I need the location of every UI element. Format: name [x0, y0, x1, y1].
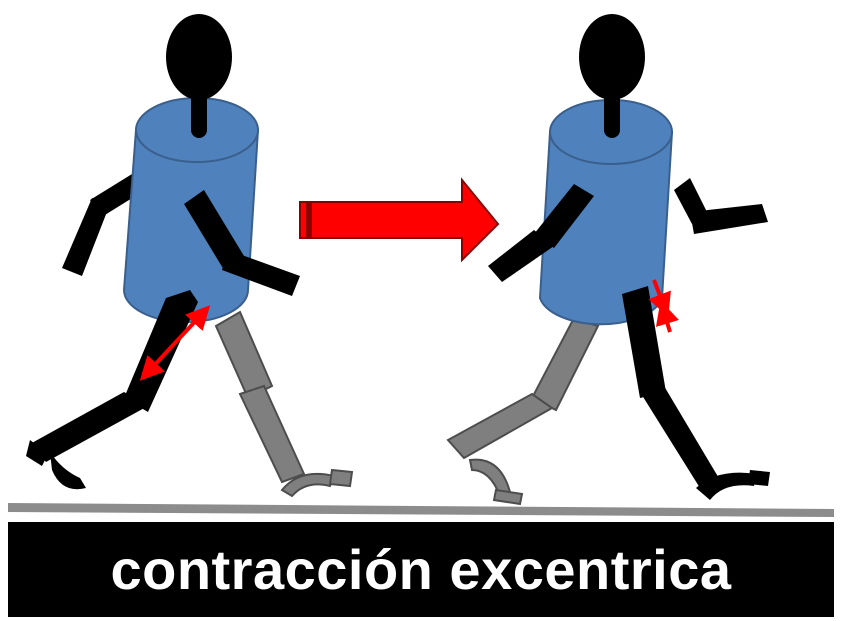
figure-left-front-leg — [26, 290, 198, 490]
caption-text: contracción excentrica — [110, 538, 732, 601]
figure-right-back-arm — [674, 178, 768, 234]
figure-right-back-leg — [446, 316, 600, 506]
figure-right — [446, 14, 770, 506]
figure-left-back-arm — [62, 174, 142, 276]
figure-left-neck — [191, 92, 207, 138]
shortening-arrows-icon — [648, 279, 679, 333]
lengthening-arrow-icon — [139, 305, 211, 381]
figure-left-front-arm — [184, 190, 300, 296]
figure-right-neck — [604, 92, 620, 138]
ground-line — [8, 503, 834, 517]
figure-left — [26, 14, 354, 498]
figure-right-head — [579, 14, 645, 100]
figure-left-back-leg — [214, 310, 354, 498]
caption-bar: contracción excentrica — [8, 522, 834, 617]
figure-right-front-leg — [622, 286, 770, 500]
figure-right-front-arm — [488, 184, 594, 282]
figure-left-head — [166, 14, 232, 100]
transition-arrow-icon — [299, 177, 500, 263]
